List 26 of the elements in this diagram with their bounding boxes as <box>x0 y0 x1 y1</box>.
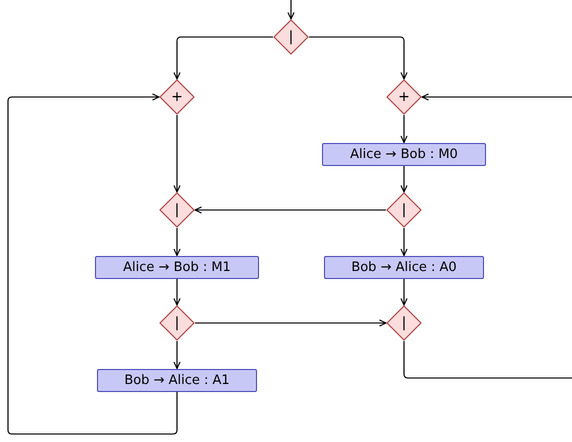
arrow <box>173 115 181 193</box>
operator-symbol: | <box>402 203 406 217</box>
arrow <box>421 93 572 101</box>
message-box: Alice → Bob : M0 <box>322 142 486 166</box>
arrow <box>173 278 181 306</box>
message-box: Bob → Alice : A0 <box>324 256 484 278</box>
arrow <box>173 228 181 256</box>
arrow <box>400 115 408 144</box>
operator-symbol: | <box>174 203 180 217</box>
arrow <box>173 36 273 80</box>
operator-symbol: | <box>174 316 180 330</box>
arrow <box>287 0 295 20</box>
arrow <box>309 36 408 80</box>
operator-symbol: + <box>398 90 410 104</box>
operator-symbol: | <box>402 316 406 330</box>
arrow <box>7 93 178 435</box>
arrow <box>194 206 386 214</box>
arrow <box>400 278 408 306</box>
arrow <box>195 319 387 327</box>
arrow <box>400 228 408 256</box>
operator-symbol: | <box>288 30 294 44</box>
message-box: Bob → Alice : A1 <box>97 368 257 392</box>
operator-symbol: + <box>171 90 183 104</box>
message-box: Alice → Bob : M1 <box>95 256 259 278</box>
arrow <box>400 166 408 193</box>
arrow <box>173 341 181 370</box>
